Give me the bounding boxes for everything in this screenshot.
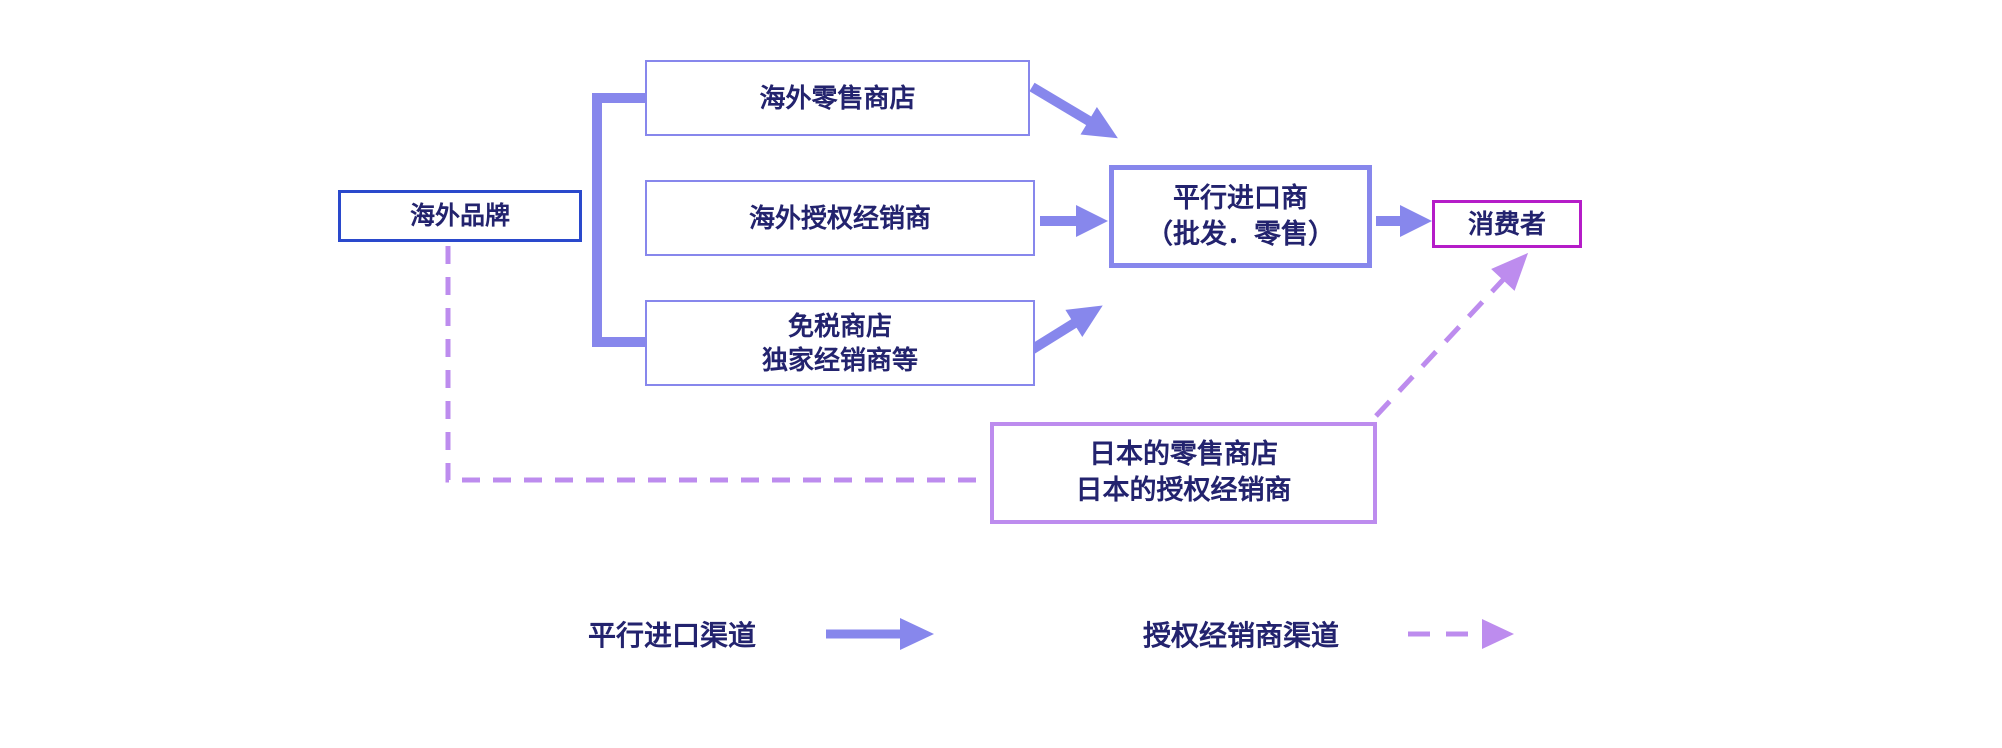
arrow-head [1065,305,1103,338]
dashed-arrow-japan-to-consumer [1374,252,1529,418]
arrow-head [1491,252,1529,291]
arrow-importer-to-consumer [1376,205,1432,237]
arrow-retail-to-importer [1029,82,1118,139]
node-label-line1: 平行进口商 [1173,182,1308,213]
arrow-head [1482,619,1514,649]
node-overseas-authorized-dealer: 海外授权经销商 [645,180,1035,256]
node-label-line2: （批发．零售） [1146,218,1335,249]
node-label-line1: 免税商店 [787,310,892,341]
node-japan-retailers: 日本的零售商店 日本的授权经销商 [990,422,1377,524]
legend-parallel-import-channel: 平行进口渠道 [588,620,757,651]
legend-solid-arrow [826,618,934,650]
node-overseas-retail-store: 海外零售商店 [645,60,1030,136]
node-label: 海外零售商店 [759,82,916,113]
bracket-connector [592,93,646,347]
legend-authorized-dealer-channel: 授权经销商渠道 [1143,620,1340,651]
dashed-path-brand-to-japan-retailers [445,246,986,483]
arrow-head [900,618,934,650]
node-consumer: 消费者 [1432,200,1582,248]
arrow-dealer-to-importer [1040,205,1108,237]
arrow-shaft [1025,317,1080,357]
arrow-shaft [1374,276,1507,418]
node-parallel-importer: 平行进口商 （批发．零售） [1109,165,1372,268]
arrow-shaft [1029,82,1095,128]
arrow-head [1080,107,1118,139]
arrow-head [1076,205,1108,237]
node-label-line1: 日本的零售商店 [1089,439,1278,470]
arrow-head [1400,205,1432,237]
node-label: 海外授权经销商 [748,202,931,233]
node-label: 海外品牌 [409,201,510,230]
node-label-line2: 独家经销商等 [761,345,918,375]
node-overseas-brand: 海外品牌 [338,190,582,242]
arrow-dutyfree-to-importer [1025,305,1103,357]
node-label: 消费者 [1467,208,1546,239]
node-duty-free-store: 免税商店 独家经销商等 [645,300,1035,386]
node-label-line2: 日本的授权经销商 [1075,475,1292,505]
legend-dashed-arrow [1408,619,1514,649]
